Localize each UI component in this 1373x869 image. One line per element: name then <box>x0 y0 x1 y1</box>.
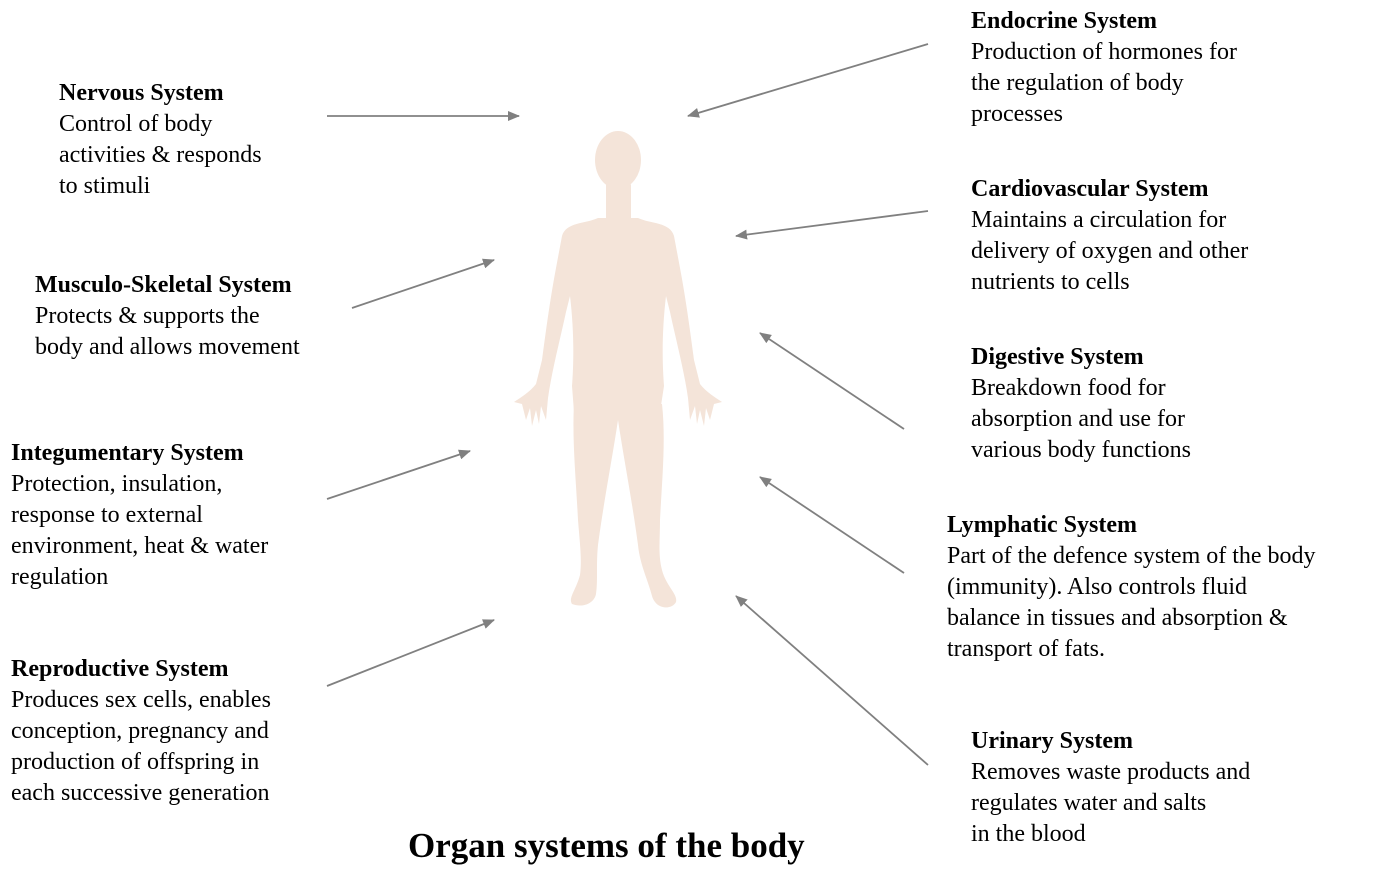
urinary-system-heading: Urinary System <box>971 726 1250 757</box>
arrow-endocrine <box>688 44 928 116</box>
endocrine-system-heading: Endocrine System <box>971 6 1237 37</box>
musculo-skeletal-system-description: Protects & supports the body and allows … <box>35 301 300 363</box>
arrow-cardiovascular <box>736 211 928 236</box>
torso-shape <box>514 218 722 426</box>
nervous-system-heading: Nervous System <box>59 78 262 109</box>
digestive-system-description: Breakdown food for absorption and use fo… <box>971 373 1191 466</box>
lymphatic-system-heading: Lymphatic System <box>947 510 1316 541</box>
arrow-digestive <box>760 333 904 429</box>
reproductive-system-heading: Reproductive System <box>11 654 271 685</box>
legs-shape <box>571 404 676 607</box>
digestive-system-label: Digestive System Breakdown food for abso… <box>971 342 1191 466</box>
arrow-musculo-skeletal <box>352 260 494 308</box>
page-title: Organ systems of the body <box>408 826 848 866</box>
urinary-system-description: Removes waste products and regulates wat… <box>971 757 1250 850</box>
cardiovascular-system-heading: Cardiovascular System <box>971 174 1248 205</box>
lymphatic-system-label: Lymphatic System Part of the defence sys… <box>947 510 1316 665</box>
integumentary-system-heading: Integumentary System <box>11 438 268 469</box>
reproductive-system-label: Reproductive System Produces sex cells, … <box>11 654 271 809</box>
integumentary-system-description: Protection, insulation, response to exte… <box>11 469 268 593</box>
arrow-urinary <box>736 596 928 765</box>
arrow-lymphatic <box>760 477 904 573</box>
integumentary-system-label: Integumentary System Protection, insulat… <box>11 438 268 593</box>
endocrine-system-label: Endocrine System Production of hormones … <box>971 6 1237 130</box>
reproductive-system-description: Produces sex cells, enables conception, … <box>11 685 271 809</box>
digestive-system-heading: Digestive System <box>971 342 1191 373</box>
nervous-system-description: Control of body activities & responds to… <box>59 109 262 202</box>
human-body-silhouette <box>514 131 722 607</box>
musculo-skeletal-system-label: Musculo-Skeletal System Protects & suppo… <box>35 270 300 363</box>
lymphatic-system-description: Part of the defence system of the body (… <box>947 541 1316 665</box>
cardiovascular-system-label: Cardiovascular System Maintains a circul… <box>971 174 1248 298</box>
arrow-reproductive <box>327 620 494 686</box>
arrow-integumentary <box>327 451 470 499</box>
urinary-system-label: Urinary System Removes waste products an… <box>971 726 1250 850</box>
nervous-system-label: Nervous System Control of body activitie… <box>59 78 262 202</box>
cardiovascular-system-description: Maintains a circulation for delivery of … <box>971 205 1248 298</box>
endocrine-system-description: Production of hormones for the regulatio… <box>971 37 1237 130</box>
musculo-skeletal-system-heading: Musculo-Skeletal System <box>35 270 300 301</box>
